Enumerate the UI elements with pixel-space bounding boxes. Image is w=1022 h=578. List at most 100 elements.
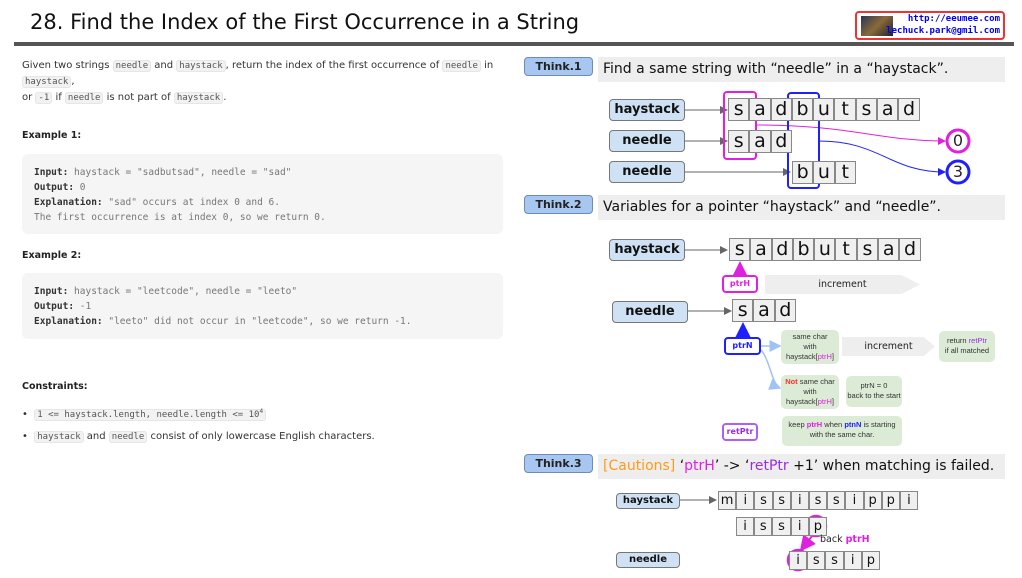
text: keep <box>788 420 807 429</box>
char-cell: s <box>808 491 828 510</box>
text: is not part of <box>103 92 174 103</box>
think2-heading: Variables for a pointer “haystack” and “… <box>598 195 1005 220</box>
text: ptrH <box>806 420 823 429</box>
label: Output: <box>34 182 75 193</box>
text: Given two strings <box>22 60 113 71</box>
text: same char <box>797 377 835 386</box>
brand-email[interactable]: lechuck.park@gmil.com <box>886 26 1000 36</box>
text: with <box>803 387 817 396</box>
code-haystack: haystack <box>173 92 224 104</box>
char-cell: s <box>728 98 750 121</box>
text: ptrN = 0 <box>860 381 888 390</box>
ptrN-pointer: ptrN <box>724 337 761 355</box>
text: is starting <box>861 420 896 429</box>
char-cell: t <box>834 161 856 184</box>
value: "sad" occurs at index 0 and 6. <box>102 197 280 208</box>
text: 1 <= haystack.length, needle.length <= 1… <box>37 410 260 420</box>
char-cell: s <box>855 98 878 121</box>
text: ptrH <box>845 534 870 545</box>
char-cell: s <box>729 238 751 261</box>
char-cell: d <box>898 98 920 121</box>
char-cell: s <box>827 491 846 510</box>
char-cell: p <box>808 517 827 536</box>
text: and <box>151 60 177 71</box>
retPtr-pointer: retPtr <box>722 423 758 441</box>
char-cell: a <box>749 98 771 121</box>
char-cell: a <box>878 238 900 261</box>
brand-box: http://eeumee.com lechuck.park@gmil.com <box>855 11 1005 40</box>
brand-url[interactable]: http://eeumee.com <box>907 14 1000 24</box>
text: ‘ <box>675 458 685 474</box>
text: 4 <box>259 408 264 415</box>
text: haystack[ <box>786 352 818 361</box>
text: ptnN <box>844 420 862 429</box>
char-cell: d <box>770 98 792 121</box>
think1-badge: Think.1 <box>524 57 593 76</box>
text: , return the index of the first occurren… <box>225 60 443 71</box>
constraint-2: • haystack and needle consist of only lo… <box>22 431 375 443</box>
code: haystack <box>34 431 84 443</box>
char-cell: t <box>834 98 856 121</box>
text: retPtr <box>968 336 988 345</box>
think3-heading: [Cautions] ‘ptrH’ -> ‘retPtr +1’ when ma… <box>598 454 1005 479</box>
example2-heading: Example 2: <box>22 250 82 261</box>
text: ’ -> ‘ <box>714 458 750 474</box>
text: return <box>946 336 969 345</box>
text: in <box>480 60 494 71</box>
value: haystack = "sadbutsad", needle = "sad" <box>68 167 292 178</box>
char-cell: d <box>770 130 792 153</box>
code-haystack: haystack <box>22 76 72 88</box>
needle-label: needle <box>612 301 688 323</box>
author-photo <box>861 16 893 36</box>
code-haystack: haystack <box>176 60 226 72</box>
needle-label: needle <box>609 130 685 152</box>
think3-badge: Think.3 <box>524 454 593 473</box>
result-3: 3 <box>952 162 964 181</box>
text: Not <box>785 377 798 386</box>
increment-arrow: increment <box>842 337 935 356</box>
char-cell: i <box>736 517 755 536</box>
text: +1’ when matching is failed. <box>788 458 995 474</box>
char-cell: s <box>772 491 791 510</box>
haystack-label: haystack <box>616 493 680 509</box>
text: and <box>83 431 109 442</box>
value: The first occurrence is at index 0, so w… <box>34 212 326 223</box>
char-cell: p <box>863 491 882 510</box>
constraint-1: • 1 <= haystack.length, needle.length <=… <box>22 404 267 423</box>
char-cell: t <box>835 238 857 261</box>
constraints-heading: Constraints: <box>22 381 88 392</box>
char-cell: d <box>771 238 793 261</box>
char-cell: s <box>754 491 773 510</box>
char-cell: s <box>825 551 844 570</box>
text: back <box>820 534 846 545</box>
result-0: 0 <box>952 131 964 150</box>
char-cell: b <box>792 161 814 184</box>
char-cell: i <box>899 491 919 510</box>
label: Explanation: <box>34 316 103 327</box>
char-cell: a <box>753 299 775 322</box>
char-cell: a <box>749 130 771 153</box>
think2-badge: Think.2 <box>524 195 593 214</box>
text: consist of only lowercase English charac… <box>147 431 375 442</box>
label: Input: <box>34 167 69 178</box>
value: haystack = "leetcode", needle = "leeto" <box>68 286 298 297</box>
text: with the same char. <box>809 430 875 439</box>
char-cell: s <box>772 517 791 536</box>
ptrH-pointer: ptrH <box>722 275 758 293</box>
text: ptrH <box>684 458 715 474</box>
char-cell: m <box>718 491 737 510</box>
value: "leeto" did not occur in "leetcode", so … <box>102 316 412 327</box>
label: Input: <box>34 286 69 297</box>
text: with <box>803 342 817 351</box>
char-cell: s <box>856 238 879 261</box>
